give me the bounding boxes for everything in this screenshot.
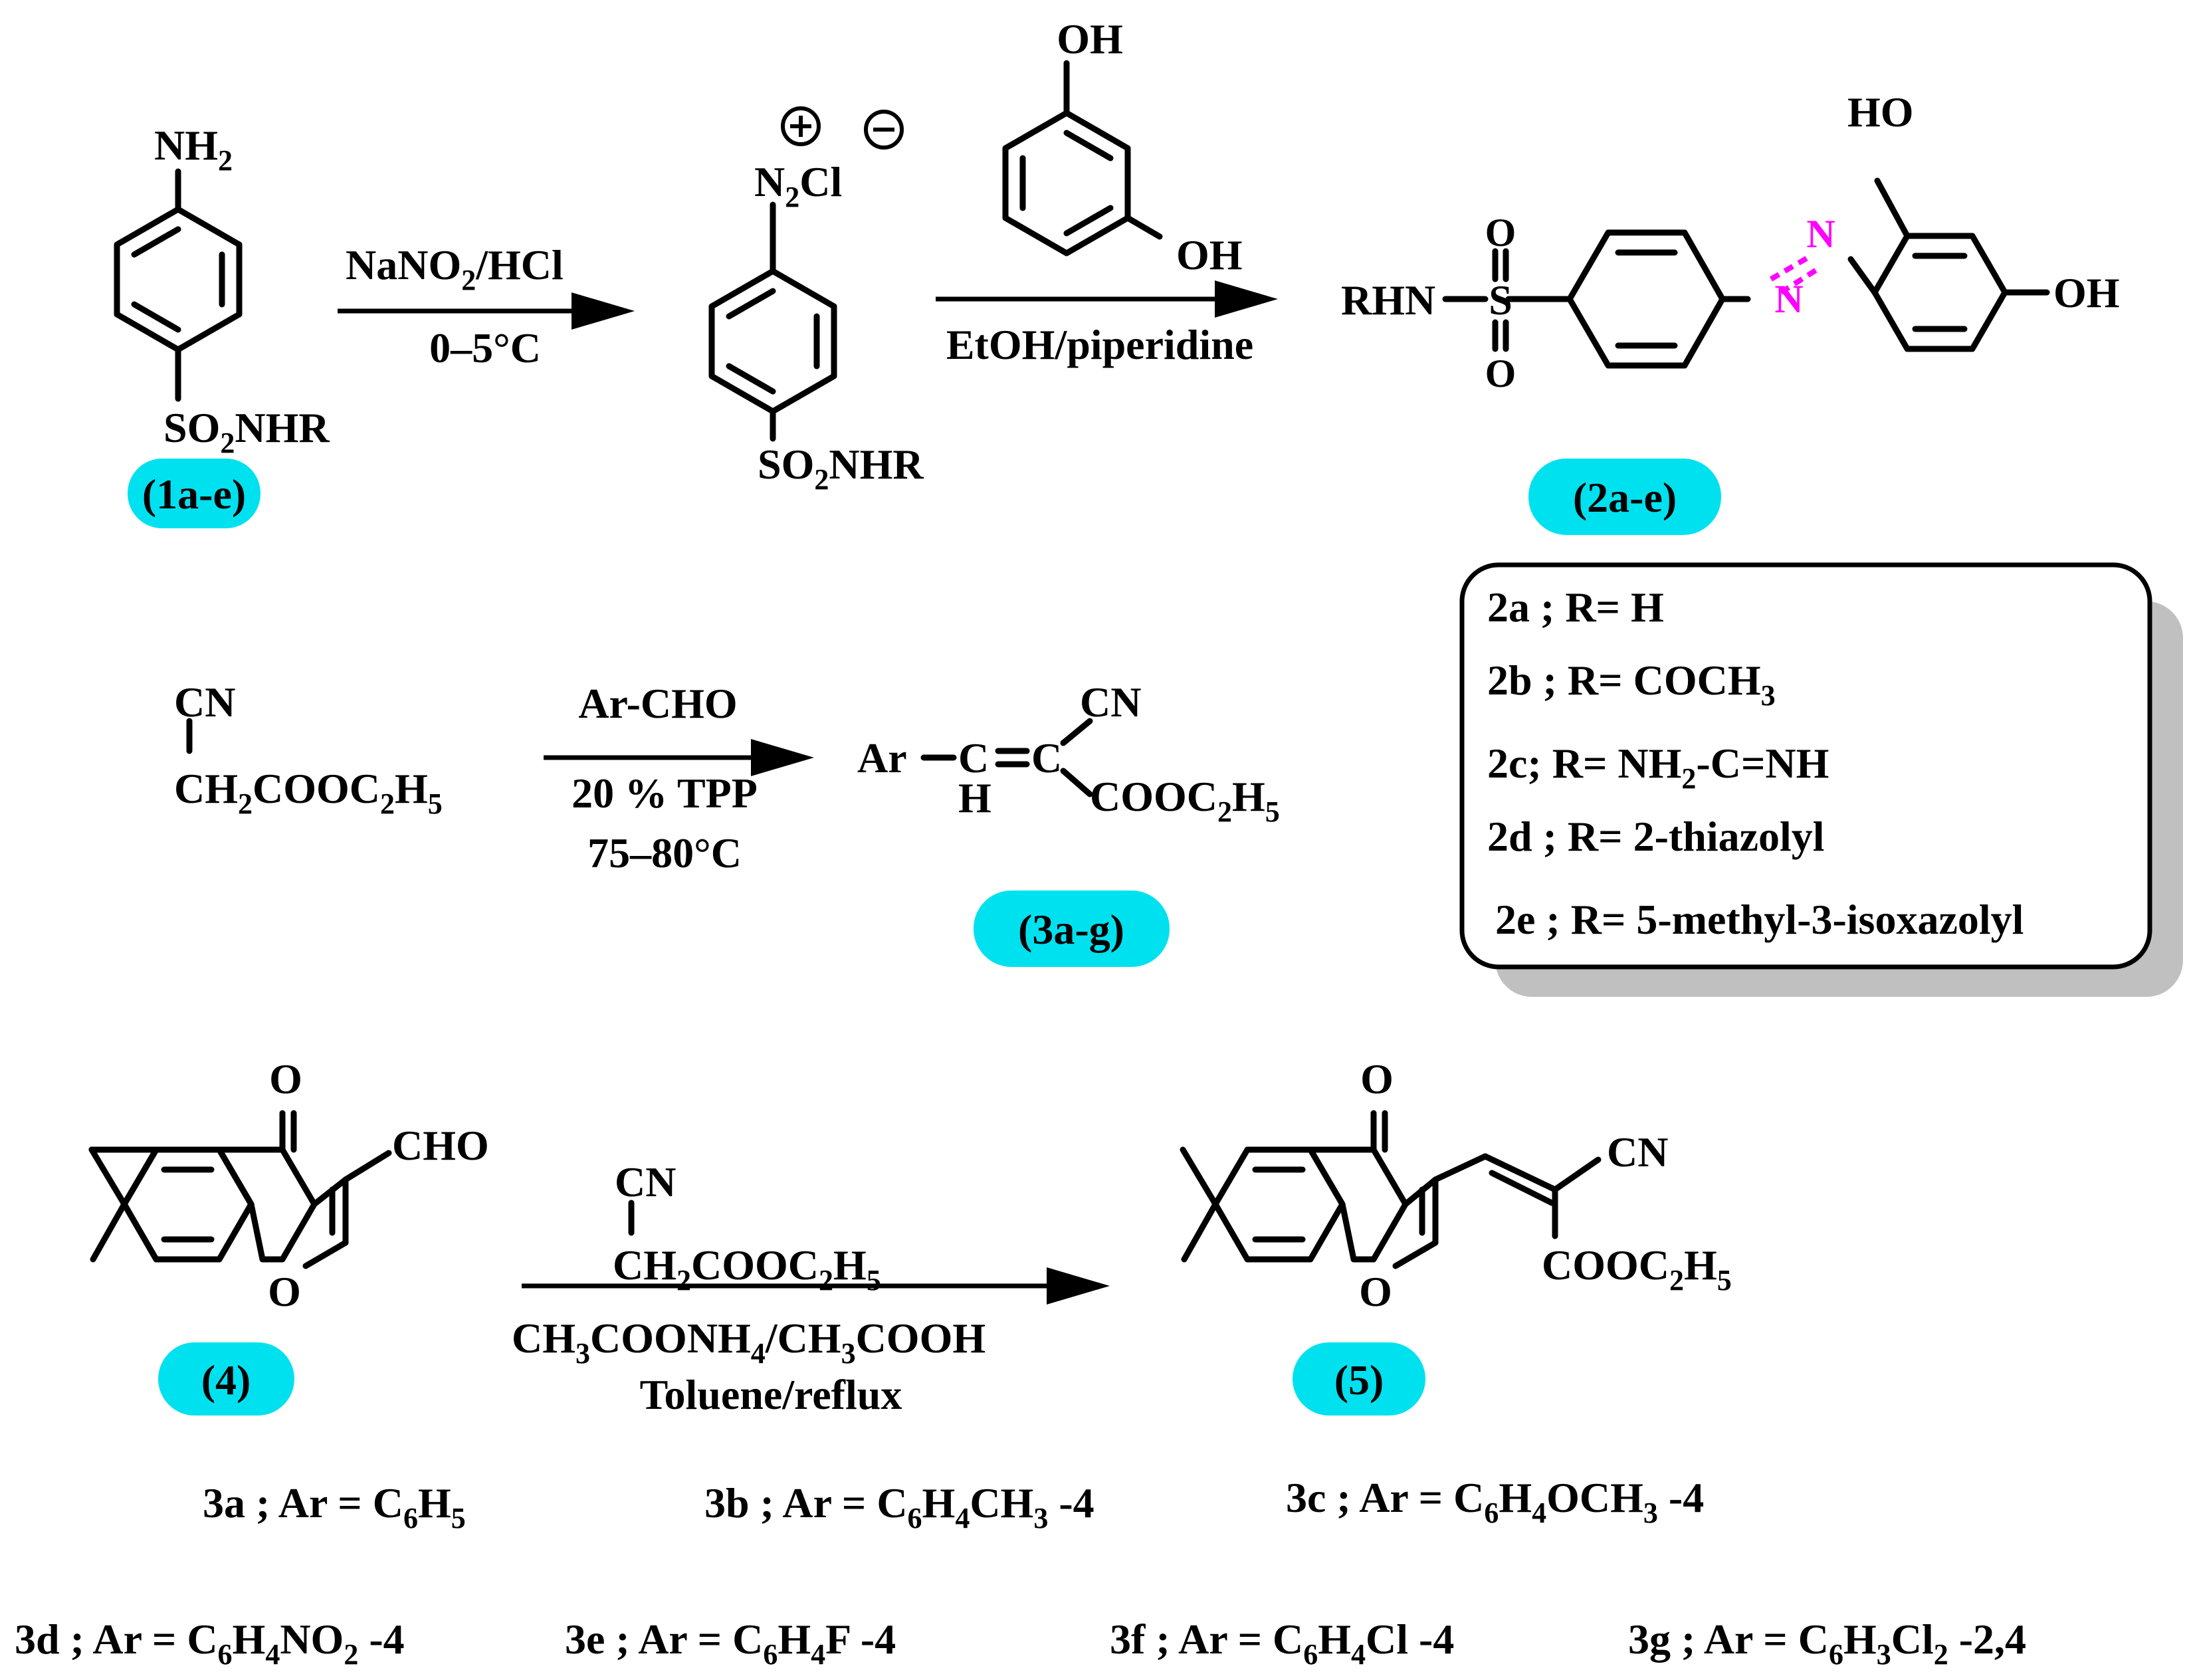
cyanoacetate-cn: CN [174, 679, 235, 726]
compound-4-carbonyl-oxygen: O [269, 1055, 302, 1102]
step3-temperature: 75–80°C [587, 829, 742, 877]
legend-2-item: 2c; R= NH2-C=NH [1487, 740, 1829, 795]
compound-3-label: (3a-g) [1018, 906, 1124, 953]
arrow-condensation-head [1047, 1267, 1110, 1305]
step4-conditions: CH3COONH4/CH3COOH [512, 1314, 986, 1370]
azo-nitrogen-2: N [1806, 212, 1835, 256]
compound-3-hydrogen: H [958, 774, 991, 821]
compound-5-structure [1180, 1110, 1602, 1269]
step3-reagent: Ar-CHO [578, 680, 737, 727]
diazonium-n2cl: N2Cl [754, 158, 842, 213]
compound-5-ester: COOC2H5 [1542, 1241, 1732, 1297]
compound-3-label-pill [974, 891, 1170, 967]
compound-5-carbonyl-oxygen: O [1360, 1055, 1394, 1102]
cyanoacetate-ester: CH2COOC2H5 [174, 765, 443, 820]
compound-2-label-pill [1528, 459, 1721, 535]
arrow-diazotization-head [572, 292, 635, 330]
compound-2-oxygen-top: O [1485, 211, 1516, 255]
legend-2-item: 2d ; R= 2-thiazolyl [1487, 813, 1825, 860]
compound-3-cn: CN [1080, 679, 1141, 726]
diazonium-structure [708, 201, 837, 442]
compound-5-label-pill [1293, 1342, 1425, 1416]
compound-1-label-pill [128, 459, 260, 528]
step1-reagent: NaNO2/HCl [346, 241, 564, 296]
legend-3-item: 3f ; Ar = C6H4Cl -4 [1110, 1616, 1454, 1671]
compound-2-structure [1442, 177, 2050, 369]
legend-3-item: 3g ; Ar = C6H3Cl2 -2,4 [1628, 1616, 2026, 1671]
compound-5-ring-oxygen: O [1359, 1268, 1392, 1315]
compound-3-ester: COOC2H5 [1090, 773, 1280, 828]
legend-2-item: 2e ; R= 5-methyl-3-isoxazolyl [1495, 896, 2024, 943]
compound-5-label: (5) [1334, 1356, 1384, 1404]
compound-4-cho: CHO [392, 1122, 489, 1169]
compound-2-oh: OH [2053, 269, 2120, 316]
compound-2-label: (2a-e) [1573, 474, 1677, 521]
step2-condition: EtOH/piperidine [946, 321, 1253, 368]
legend-3-item: 3d ; Ar = C6H4NO2 -4 [15, 1616, 405, 1671]
compound-2-rhn: RHN [1341, 276, 1435, 324]
azo-double-bond [1769, 253, 1820, 295]
diazonium-sulfonamide: SO2NHR [758, 441, 924, 496]
compound-1-structure [114, 168, 243, 402]
legend-2-box [1459, 562, 2152, 970]
step1-condition: 0–5°C [429, 324, 541, 371]
compound-1-nh2: NH2 [154, 122, 233, 177]
arrow-azo-coupling-head [1215, 280, 1278, 318]
compound-1-sulfonamide: SO2NHR [163, 404, 330, 459]
compound-3-carbon-1: C [958, 734, 989, 782]
step4-ester: CH2COOC2H5 [613, 1241, 881, 1297]
step4-solvent: Toluene/reflux [640, 1371, 902, 1418]
legend-2-item: 2a ; R= H [1487, 583, 1664, 631]
step4-cn: CN [615, 1158, 676, 1206]
compound-3-ar: Ar [857, 734, 907, 782]
compound-4-label-pill [158, 1342, 294, 1416]
resorcinol-oh-bottom: OH [1176, 231, 1243, 278]
legend-3-item: 3c ; Ar = C6H4OCH3 -4 [1286, 1474, 1704, 1529]
arrow-knoevenagel-head [751, 739, 814, 776]
compound-3-carbon-2: C [1031, 734, 1062, 782]
plus-charge-icon [781, 106, 821, 146]
resorcinol-structure [1002, 60, 1163, 257]
legend-2-item: 2b ; R= COCH3 [1487, 657, 1776, 712]
compound-3-structure [920, 718, 1093, 797]
compound-2-sulfur: S [1489, 276, 1512, 324]
compound-1-label: (1a-e) [142, 471, 246, 518]
resorcinol-oh-top: OH [1057, 15, 1123, 62]
compound-2-ho: HO [1847, 88, 1914, 136]
minus-charge-icon [864, 110, 904, 150]
compound-4-ring-oxygen: O [268, 1268, 301, 1315]
compound-5-cn: CN [1607, 1128, 1668, 1176]
azo-nitrogen-1: N [1774, 277, 1803, 321]
legend-3-item: 3a ; Ar = C6H5 [203, 1479, 466, 1534]
compound-4-structure [88, 1110, 392, 1269]
compound-4-label: (4) [201, 1356, 251, 1404]
step3-catalyst: 20 % TPP [572, 770, 758, 817]
legend-3-item: 3e ; Ar = C6H4F -4 [565, 1616, 896, 1671]
legend-3-item: 3b ; Ar = C6H4CH3 -4 [704, 1479, 1094, 1534]
compound-2-oxygen-bottom: O [1485, 352, 1516, 395]
